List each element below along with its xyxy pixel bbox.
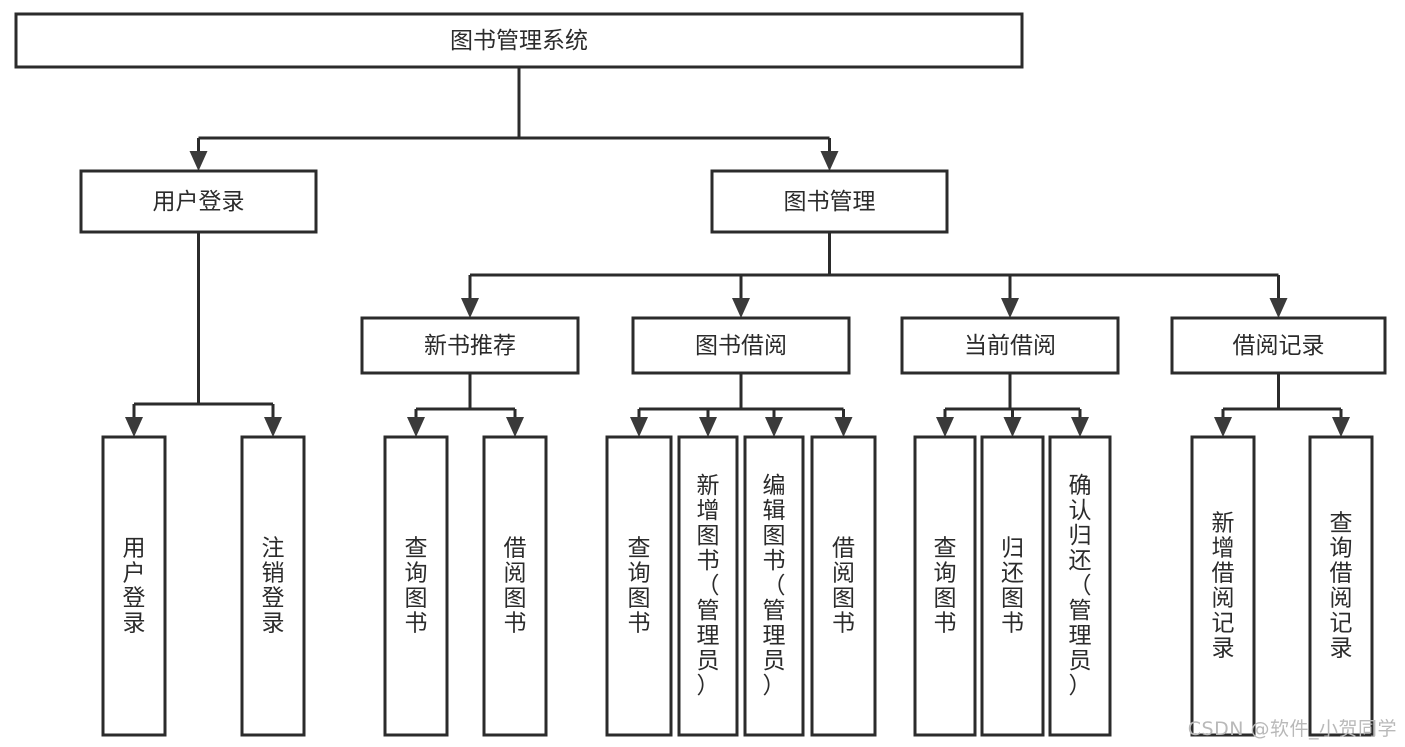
node-leaf-user-login[interactable]: 用户登录 <box>101 435 167 737</box>
node-leaf-add-book-admin[interactable]: 新增图书（管理员） <box>677 435 739 737</box>
node-box-leaf-return-book <box>980 435 1045 737</box>
node-label-leaf-return-book: 归还图书 <box>1001 536 1024 637</box>
node-book-borrow[interactable]: 图书借阅 <box>631 316 851 375</box>
arrow-head-icon <box>125 417 143 437</box>
arrow-head-icon <box>1332 417 1350 437</box>
arrow-head-icon <box>1269 298 1288 318</box>
node-label-leaf-add-book-admin: 新增图书（管理员） <box>697 473 720 699</box>
node-label-borrow-record: 借阅记录 <box>1233 333 1325 359</box>
node-root[interactable]: 图书管理系统 <box>14 12 1024 69</box>
arrow-head-icon <box>699 417 717 437</box>
node-leaf-edit-book-admin[interactable]: 编辑图书（管理员） <box>743 435 805 737</box>
arrow-head-icon <box>407 417 425 437</box>
node-leaf-confirm-return-admin[interactable]: 确认归还（管理员） <box>1048 435 1112 737</box>
arrow-head-icon <box>834 417 853 437</box>
connector-layer <box>125 67 1350 437</box>
node-box-leaf-query-book-current <box>913 435 977 737</box>
node-label-leaf-logout-login: 注销登录 <box>262 536 285 637</box>
node-box-leaf-user-login <box>101 435 167 737</box>
node-label-leaf-query-borrow-record: 查询借阅记录 <box>1330 511 1353 662</box>
arrow-head-icon <box>1001 298 1019 318</box>
node-leaf-borrow-book-recommend[interactable]: 借阅图书 <box>482 435 548 737</box>
node-box-book-management <box>710 169 949 234</box>
arrow-head-icon <box>506 417 524 437</box>
node-label-leaf-borrow-book: 借阅图书 <box>832 536 855 637</box>
arrow-head-icon <box>461 298 479 318</box>
node-box-leaf-borrow-book-recommend <box>482 435 548 737</box>
arrow-head-icon <box>1214 417 1232 437</box>
node-box-leaf-confirm-return-admin <box>1048 435 1112 737</box>
node-label-root: 图书管理系统 <box>450 28 588 54</box>
node-label-leaf-edit-book-admin: 编辑图书（管理员） <box>763 473 786 699</box>
node-box-leaf-query-book-borrow <box>605 435 673 737</box>
arrow-head-icon <box>936 417 954 437</box>
node-box-leaf-query-book-recommend <box>383 435 449 737</box>
node-label-new-book-recommend: 新书推荐 <box>424 333 516 359</box>
node-box-leaf-query-borrow-record <box>1308 435 1374 737</box>
node-label-current-borrow: 当前借阅 <box>964 333 1056 359</box>
node-leaf-query-book-borrow[interactable]: 查询图书 <box>605 435 673 737</box>
node-box-leaf-borrow-book <box>810 435 877 737</box>
node-box-borrow-record <box>1170 316 1387 375</box>
node-borrow-record[interactable]: 借阅记录 <box>1170 316 1387 375</box>
arrow-head-icon <box>732 298 750 318</box>
node-new-book-recommend[interactable]: 新书推荐 <box>360 316 580 375</box>
node-book-management[interactable]: 图书管理 <box>710 169 949 234</box>
node-leaf-add-borrow-record[interactable]: 新增借阅记录 <box>1190 435 1256 737</box>
node-label-leaf-confirm-return-admin: 确认归还（管理员） <box>1069 473 1092 699</box>
node-leaf-return-book[interactable]: 归还图书 <box>980 435 1045 737</box>
node-box-leaf-add-borrow-record <box>1190 435 1256 737</box>
arrow-head-icon <box>189 151 208 171</box>
node-label-leaf-query-book-current: 查询图书 <box>934 536 957 637</box>
watermark-text: CSDN @软件_小贺同学 <box>1187 718 1397 740</box>
node-box-user-login <box>79 169 318 234</box>
node-label-leaf-query-book-recommend: 查询图书 <box>405 536 428 637</box>
arrow-head-icon <box>1071 417 1089 437</box>
node-box-leaf-add-book-admin <box>677 435 739 737</box>
node-layer: 图书管理系统用户登录图书管理新书推荐图书借阅当前借阅借阅记录用户登录注销登录查询… <box>14 12 1387 737</box>
node-label-leaf-query-book-borrow: 查询图书 <box>628 536 651 637</box>
arrow-head-icon <box>1003 417 1022 437</box>
node-label-leaf-user-login: 用户登录 <box>123 536 146 637</box>
node-label-leaf-add-borrow-record: 新增借阅记录 <box>1212 511 1235 662</box>
node-leaf-query-book-current[interactable]: 查询图书 <box>913 435 977 737</box>
node-user-login[interactable]: 用户登录 <box>79 169 318 234</box>
node-label-user-login: 用户登录 <box>153 189 245 215</box>
node-label-book-management: 图书管理 <box>784 189 876 215</box>
node-box-new-book-recommend <box>360 316 580 375</box>
node-box-current-borrow <box>900 316 1120 375</box>
arrow-head-icon <box>765 417 783 437</box>
node-current-borrow[interactable]: 当前借阅 <box>900 316 1120 375</box>
node-box-leaf-logout-login <box>240 435 306 737</box>
node-leaf-query-book-recommend[interactable]: 查询图书 <box>383 435 449 737</box>
arrow-head-icon <box>820 151 839 171</box>
arrow-head-icon <box>630 417 648 437</box>
node-box-leaf-edit-book-admin <box>743 435 805 737</box>
node-leaf-logout-login[interactable]: 注销登录 <box>240 435 306 737</box>
node-leaf-borrow-book[interactable]: 借阅图书 <box>810 435 877 737</box>
node-label-leaf-borrow-book-recommend: 借阅图书 <box>504 536 527 637</box>
node-box-book-borrow <box>631 316 851 375</box>
node-label-book-borrow: 图书借阅 <box>695 333 787 359</box>
node-box-root <box>14 12 1024 69</box>
arrow-head-icon <box>264 417 282 437</box>
node-leaf-query-borrow-record[interactable]: 查询借阅记录 <box>1308 435 1374 737</box>
